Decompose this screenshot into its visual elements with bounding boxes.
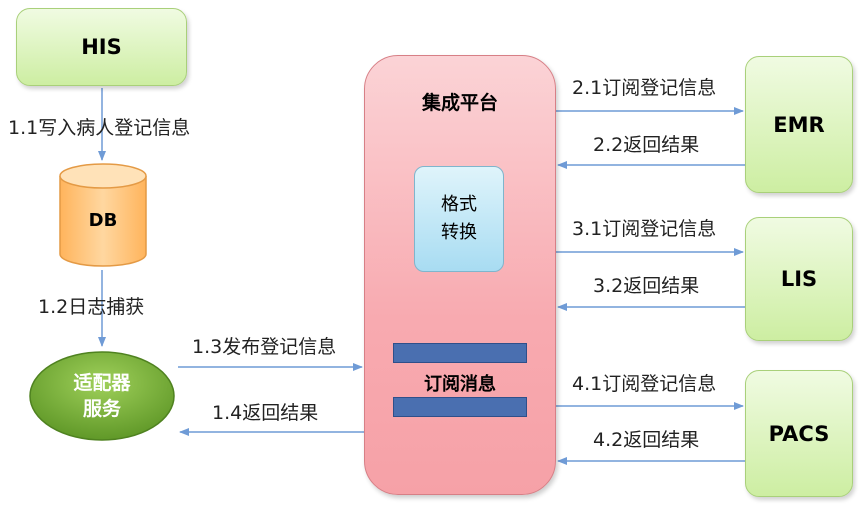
db-cylinder-icon — [59, 163, 147, 267]
edge-label-4-1: 4.1订阅登记信息 — [572, 373, 717, 395]
his-label: HIS — [81, 35, 122, 59]
integration-platform — [364, 55, 556, 495]
pacs-node: PACS — [745, 370, 853, 497]
pacs-label: PACS — [768, 421, 830, 446]
platform-title: 集成平台 — [421, 92, 498, 114]
edge-label-3-2: 3.2返回结果 — [593, 275, 700, 297]
emr-node: EMR — [745, 56, 853, 193]
his-node: HIS — [16, 8, 187, 86]
message-bar-top — [393, 343, 527, 363]
edge-label-2-2: 2.2返回结果 — [593, 134, 700, 156]
lis-label: LIS — [780, 267, 818, 291]
adapter-ellipse-icon — [29, 351, 175, 441]
edge-label-3-1: 3.1订阅登记信息 — [572, 218, 717, 240]
subscribe-message-label: 订阅消息 — [424, 374, 496, 395]
adapter-label-line1: 适配器 — [73, 372, 131, 394]
adapter-label-line2: 服务 — [82, 398, 121, 420]
adapter-label: 适配器 服务 — [28, 370, 176, 422]
edge-label-1-2: 1.2日志捕获 — [38, 296, 145, 318]
format-conversion-box: 格式 转换 — [414, 166, 504, 272]
format-label-line1: 格式 — [441, 194, 477, 215]
edge-label-1-4: 1.4返回结果 — [212, 402, 319, 424]
edge-label-4-2: 4.2返回结果 — [593, 429, 700, 451]
edge-label-1-3: 1.3发布登记信息 — [192, 336, 337, 358]
edge-label-1-1: 1.1写入病人登记信息 — [8, 117, 191, 139]
format-label-line2: 转换 — [441, 222, 477, 243]
edge-label-2-1: 2.1订阅登记信息 — [572, 77, 717, 99]
lis-node: LIS — [745, 217, 853, 341]
emr-label: EMR — [773, 112, 825, 137]
db-label: DB — [88, 210, 118, 231]
message-bar-bottom — [393, 397, 527, 417]
